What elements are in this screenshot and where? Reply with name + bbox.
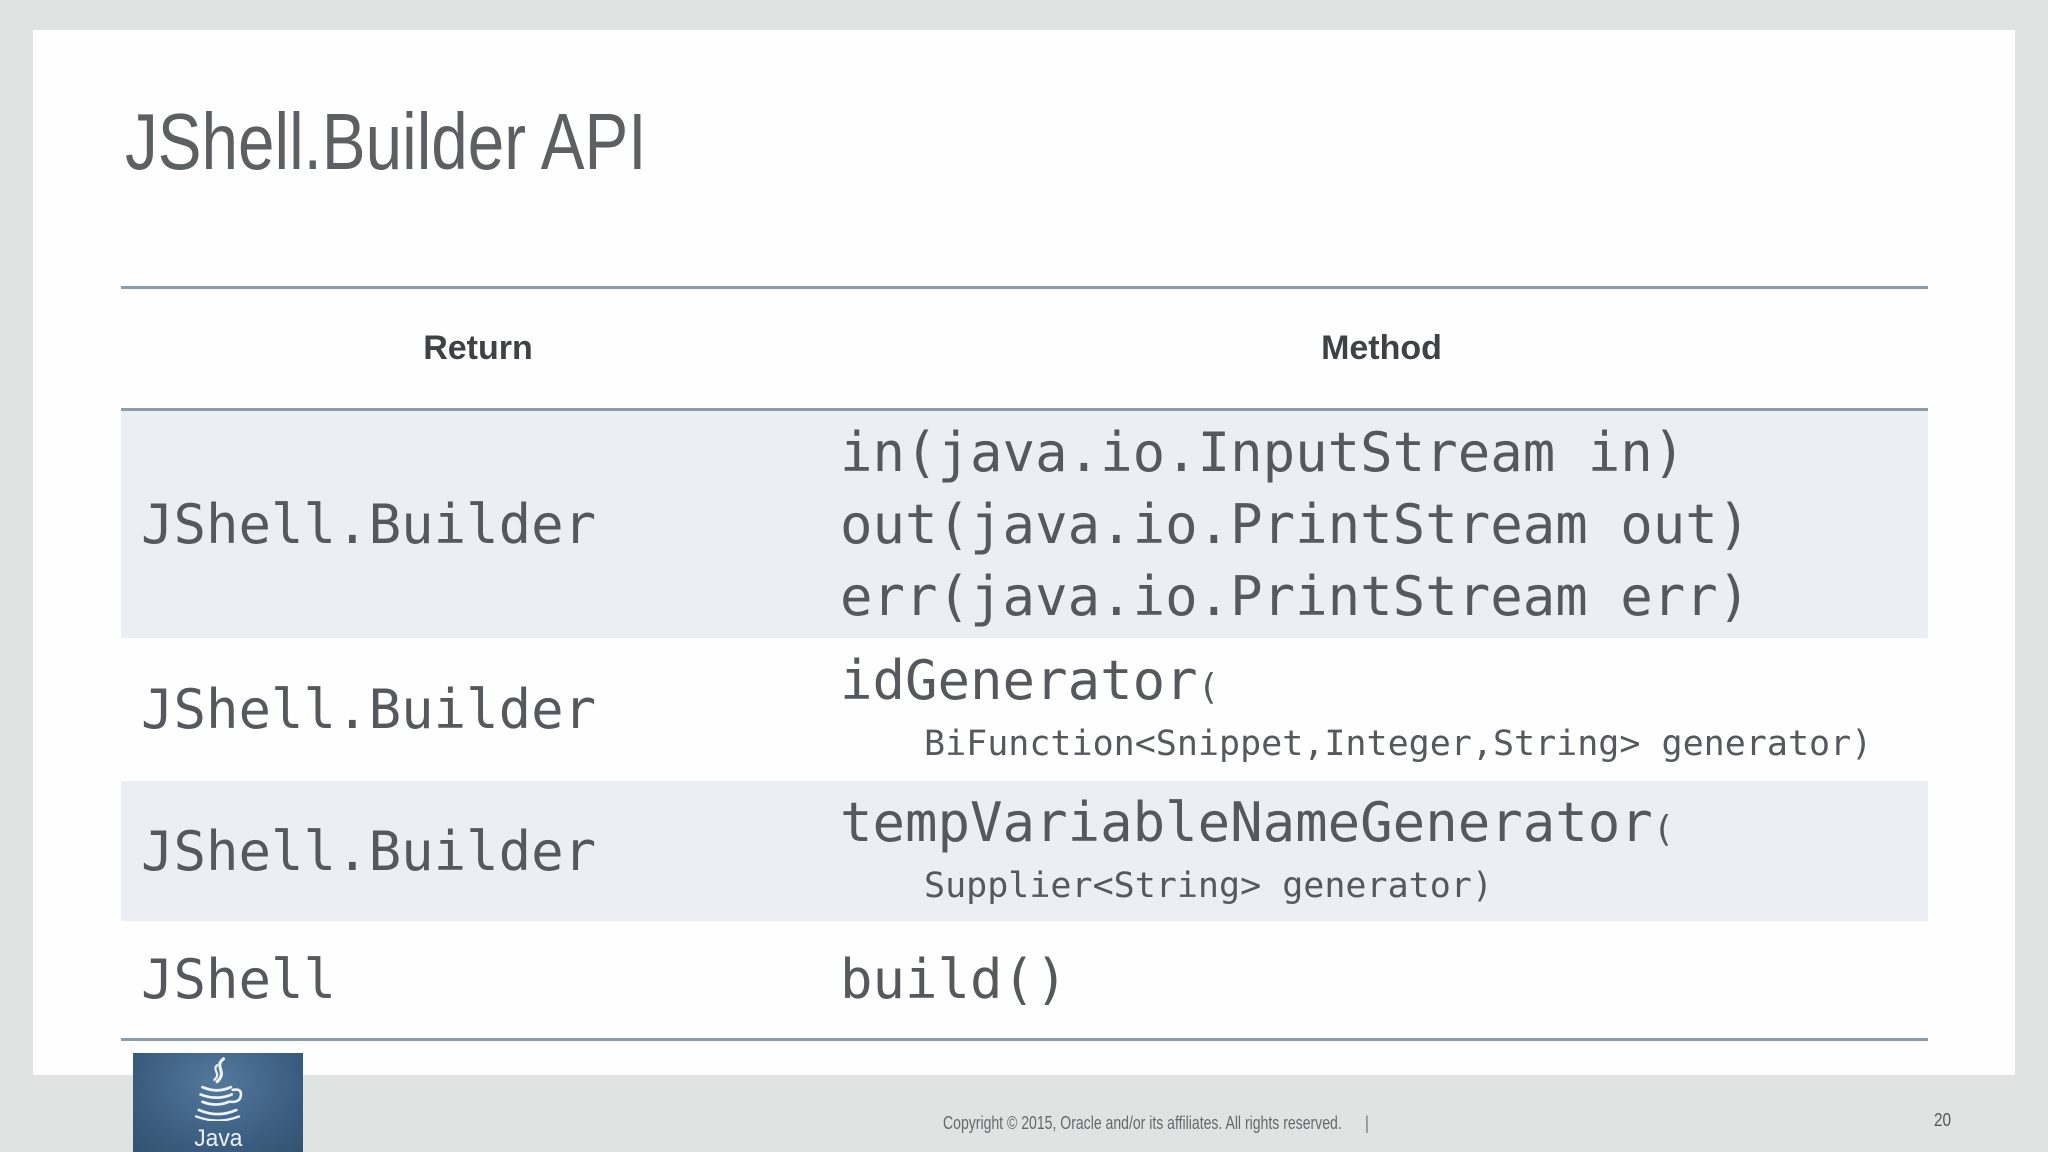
- method-signature: idGenerator(: [840, 650, 1928, 719]
- table-row: JShell.Builder tempVariableNameGenerator…: [121, 781, 1928, 921]
- method-cell: build(): [835, 921, 1928, 1038]
- method-parameters: Supplier<String> generator): [924, 865, 1493, 906]
- method-signature: in(java.io.InputStream in): [840, 420, 1686, 484]
- table-row: JShell build(): [121, 921, 1928, 1038]
- return-type-cell: JShell.Builder: [141, 493, 597, 556]
- method-name: idGenerator: [840, 649, 1198, 712]
- method-open-paren: (: [1652, 808, 1675, 850]
- method-signature: build(): [840, 947, 1068, 1011]
- page-title: JShell.Builder API: [125, 97, 647, 186]
- table-header-row: Return Method: [121, 289, 1928, 408]
- page-number: 20: [1934, 1110, 1952, 1130]
- table-row: JShell.Builder in(java.io.InputStream in…: [121, 411, 1928, 638]
- java-logo: Java: [133, 1053, 303, 1152]
- table-header-rule: [121, 408, 1928, 411]
- java-logo-label: Java: [193, 1125, 243, 1152]
- method-cell: idGenerator( BiFunction<Snippet,Integer,…: [835, 638, 1928, 781]
- method-open-paren: (: [1197, 667, 1220, 708]
- method-parameters: BiFunction<Snippet,Integer,String> gener…: [924, 724, 1873, 764]
- java-coffee-cup-icon: [187, 1057, 249, 1126]
- method-cell: in(java.io.InputStream in) out(java.io.P…: [835, 411, 1928, 638]
- copyright-text: Copyright © 2015, Oracle and/or its affi…: [943, 1113, 1342, 1133]
- footer-copyright: Copyright © 2015, Oracle and/or its affi…: [943, 1110, 1369, 1136]
- method-name: tempVariableNameGenerator: [840, 790, 1653, 854]
- api-table: Return Method JShell.Builder in(java.io.…: [121, 286, 1928, 1041]
- return-type-cell: JShell: [141, 948, 337, 1011]
- return-type-cell: JShell.Builder: [141, 819, 597, 883]
- method-signature: out(java.io.PrintStream out): [840, 492, 1751, 556]
- column-header-method: Method: [1321, 329, 1442, 367]
- method-signature: tempVariableNameGenerator(: [840, 790, 1928, 861]
- method-cell: tempVariableNameGenerator( Supplier<Stri…: [835, 781, 1928, 921]
- table-row: JShell.Builder idGenerator( BiFunction<S…: [121, 638, 1928, 781]
- slide-surface: JShell.Builder API Return Method JShell.…: [33, 30, 2015, 1075]
- return-type-cell: JShell.Builder: [141, 678, 597, 741]
- table-bottom-rule: [121, 1038, 1928, 1041]
- column-header-return: Return: [423, 329, 533, 367]
- table-top-rule: [121, 286, 1928, 289]
- footer-separator: |: [1365, 1113, 1369, 1133]
- method-signature: err(java.io.PrintStream err): [840, 564, 1751, 628]
